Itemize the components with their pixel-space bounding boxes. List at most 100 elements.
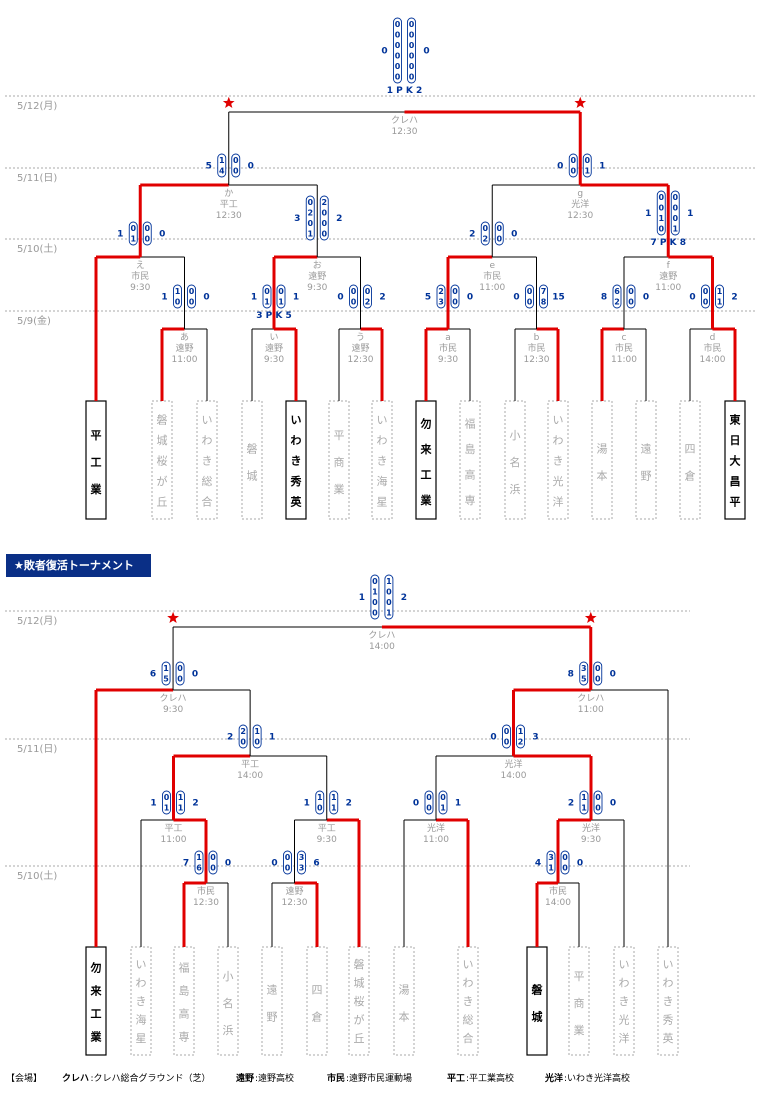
total-score-left: 8 [601,293,607,303]
team-name-char: が [354,1012,365,1026]
total-score-left: 5 [206,162,212,172]
score-paren [283,850,292,875]
total-score-left: 0 [557,162,563,172]
team-name-char: 総 [463,1012,474,1026]
half-score-right: 0 [365,287,371,296]
date-label: 5/12(月) [17,615,57,627]
half-score-right: 1 [672,225,678,234]
score-paren [701,284,710,309]
score-paren [162,790,171,815]
half-score-right: 1 [278,298,284,307]
half-score-left: 0 [351,287,357,296]
total-score-left: 1 [359,593,365,603]
team-name-char: 本 [597,468,608,482]
footer-key: クレハ [62,1073,89,1084]
total-score-left: 1 [117,230,123,240]
half-score-left: 6 [196,864,202,873]
team-name-char: 商 [574,996,585,1010]
match-venue: 市民 [527,342,545,354]
half-score-left: 1 [196,853,202,862]
team-name-char: 倉 [685,468,696,482]
half-score-left: 0 [395,73,401,82]
date-label: 5/10(土) [17,242,57,255]
team-name-char: 海 [377,474,388,488]
total-score-left: 0 [413,799,419,809]
date-label: 5/11(日) [17,173,57,184]
half-score-right: 0 [233,156,239,165]
team-name-char: 業 [574,1024,585,1037]
half-score-left: 0 [130,224,136,233]
match-venue: か [224,188,233,199]
half-score-left: 2 [482,235,488,244]
date-label: 5/9(金) [17,314,51,327]
total-score-right: 0 [610,799,616,809]
half-score-left: 0 [372,609,378,618]
team-name-char: き [377,454,388,467]
half-score-right: 0 [496,224,502,233]
total-score-right: 0 [511,230,517,240]
team-name-char: 浜 [510,483,521,496]
team-name-char: 来 [90,984,103,998]
half-score-left: 0 [527,287,533,296]
half-score-right: 1 [584,167,590,176]
half-score-right: 0 [254,738,260,747]
score-paren [329,790,339,815]
half-score-left: 1 [548,864,554,873]
half-score-right: 0 [233,167,239,176]
half-score-right: 0 [628,298,634,307]
match-venue: 市民 [197,885,215,897]
half-score-left: 3 [581,664,587,673]
team-name-char: 総 [202,474,213,488]
half-score-right: 0 [177,664,183,673]
score-paren [546,850,556,875]
half-score-left: 0 [504,727,510,736]
team-name-char: き [553,454,564,467]
star-icon [574,96,587,108]
score-paren [436,284,446,309]
total-score-right: 0 [159,230,165,240]
half-score-left: 0 [307,198,313,207]
team-name-char: わ [291,434,302,447]
score-paren [450,284,460,309]
half-score-right: 0 [210,864,216,873]
half-score-left: 0 [658,204,664,213]
match-venue: 11:00 [655,283,681,293]
score-paren [175,661,185,686]
score-paren [142,221,152,246]
match-venue: 11:00 [611,355,637,365]
total-score-left: 4 [535,859,541,869]
match-venue: 9:30 [438,355,458,365]
team-name-char: 城 [532,1009,543,1023]
team-name-char: 工 [91,456,102,469]
score-paren [656,190,666,236]
match-venue: え [136,260,145,271]
total-score-left: 8 [568,670,574,680]
footer-key: 光洋 [544,1072,563,1084]
match-venue: 14:00 [369,642,395,652]
total-score-left: 6 [150,670,156,680]
score-paren [305,195,315,241]
team-name-char: 桜 [157,453,168,467]
team-name-char: 星 [136,1032,147,1045]
half-score-left: 0 [164,793,170,802]
score-paren [194,850,204,875]
half-score-right: 0 [672,214,678,223]
half-score-left: 0 [482,224,488,233]
footer-value: :いわき光洋高校 [564,1072,630,1084]
half-score-right: 0 [440,793,446,802]
half-score-left: 0 [372,598,378,607]
total-score-right: 6 [313,859,319,869]
half-score-right: 2 [321,198,327,207]
match-venue: 12:30 [282,898,308,908]
match-venue: 14:00 [545,898,571,908]
team-name-char: 磐 [247,441,258,455]
match-venue: 光洋 [582,822,600,834]
half-score-right: 0 [409,52,415,61]
footer-key: 市民 [327,1072,345,1084]
team-name-char: 業 [420,493,433,507]
